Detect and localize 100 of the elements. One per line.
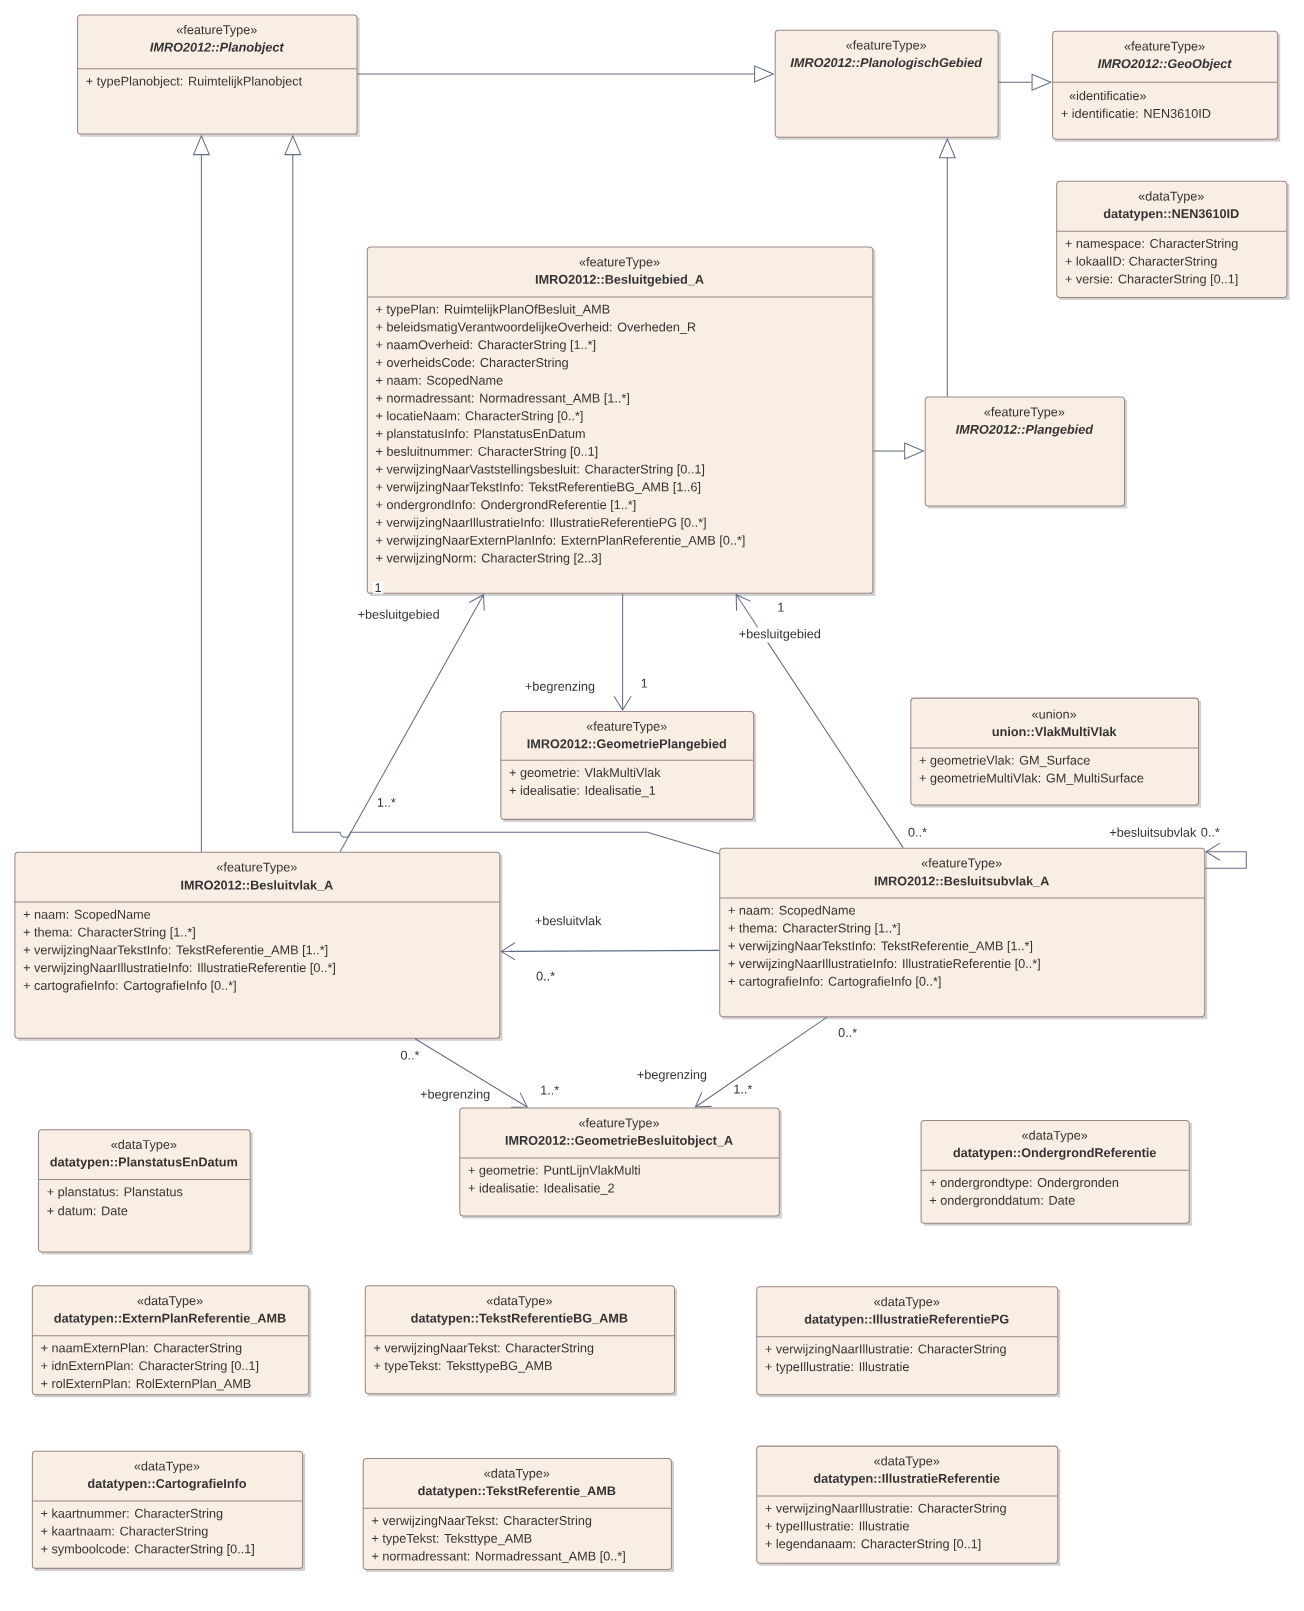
role-label: +besluitsubvlak	[1107, 825, 1199, 839]
attribute-text: + naam: ScopedName	[728, 905, 856, 918]
multiplicity-label: 0..*	[906, 826, 929, 839]
arrow	[414, 1038, 529, 1108]
attribute-text: + verwijzingNaarTekstInfo: TekstReferentie_AMB [1..*]	[728, 940, 1033, 953]
multiplicity-label: 1	[372, 581, 384, 594]
attribute-text: + typeTekst: Teksttype_AMB	[372, 1533, 532, 1546]
class-name: IMRO2012::GeometriePlangebied	[527, 738, 726, 751]
class-box	[909, 697, 1202, 808]
class-box	[31, 1285, 312, 1398]
attribute-text: + versie: CharacterString [0..1]	[1065, 274, 1238, 286]
stereotype-label: «dataType»	[1138, 191, 1204, 204]
multiplicity-label: 1	[775, 601, 787, 614]
multiplicity-label: 0..*	[1199, 826, 1222, 839]
attribute-text: + kaartnaam: CharacterString	[41, 1526, 208, 1539]
attribute-text: + kaartnummer: CharacterString	[41, 1508, 223, 1521]
class-box	[755, 1286, 1061, 1398]
attribute-text: + verwijzingNaarTekst: CharacterString	[372, 1515, 592, 1528]
attribute-text: + idnExternPlan: CharacterString [0..1]	[41, 1360, 259, 1373]
attribute-text: + typePlan: RuimtelijkPlanOfBesluit_AMB	[376, 304, 610, 317]
attribute-text: + naamOverheid: CharacterString [1..*]	[376, 339, 596, 352]
attribute-text: + verwijzingNaarIllustratie: CharacterString	[765, 1503, 1006, 1516]
attribute-text: + thema: CharacterString [1..*]	[23, 927, 195, 940]
class-name: IMRO2012::Besluitgebied_A	[536, 274, 704, 287]
multiplicity-label: 0..*	[398, 1048, 422, 1062]
attribute-text: + legendanaam: CharacterString [0..1]	[765, 1538, 981, 1551]
multiplicity-label: 1..*	[731, 1083, 755, 1096]
class-box	[31, 1450, 306, 1571]
class-name: datatypen::IllustratieReferentie	[814, 1473, 1000, 1486]
class-box	[924, 396, 1128, 509]
class-name: datatypen::TekstReferentieBG_AMB	[411, 1313, 628, 1326]
attribute-text: + namespace: CharacterString	[1065, 238, 1238, 251]
class-name: datatypen::OndergrondReferentie	[953, 1147, 1157, 1160]
stereotype-label: «featureType»	[1124, 41, 1205, 54]
class-box	[362, 1457, 675, 1572]
arrow	[735, 593, 904, 849]
class-name: IMRO2012::Planobject	[150, 42, 285, 55]
attribute-text: + besluitnummer: CharacterString [0..1]	[376, 446, 598, 459]
attribute-text: + locatieNaam: CharacterString [0..*]	[376, 411, 583, 423]
attribute-text: + normadressant: Normadressant_AMB [0..*]	[372, 1551, 625, 1564]
class-name: datatypen::IllustratieReferentiePG	[804, 1314, 1009, 1327]
attribute-text: + symboolcode: CharacterString [0..1]	[41, 1544, 254, 1556]
stereotype-label: «featureType»	[921, 858, 1002, 870]
attribute-text: + typeTekst: TeksttypeBG_AMB	[374, 1360, 552, 1373]
attribute-text: + verwijzingNaarTekst: CharacterString	[374, 1343, 594, 1355]
stereotype-label: «dataType»	[484, 1468, 550, 1481]
multiplicity-label: 1..*	[375, 796, 398, 809]
attribute-text: + overheidsCode: CharacterString	[376, 357, 568, 370]
attribute-text: + idealisatie: Idealisatie_1	[509, 785, 656, 798]
class-box	[364, 1285, 678, 1397]
attribute-text: + ondergrondtype: Ondergronden	[930, 1177, 1119, 1190]
stereotype-label: «featureType»	[579, 1118, 660, 1130]
class-box	[366, 246, 876, 596]
attribute-text: + verwijzingNorm: CharacterString [2..3]	[376, 553, 601, 566]
attribute-text: «identificatie»	[1069, 90, 1147, 101]
stereotype-label: «featureType»	[586, 721, 667, 734]
attribute-text: + typeIllustratie: Illustratie	[765, 1361, 909, 1374]
stereotype-label: «union»	[1032, 709, 1077, 719]
stereotype-label: «dataType»	[486, 1295, 553, 1308]
multiplicity-label: 1	[639, 677, 650, 690]
attribute-text: + identificatie: NEN3610ID	[1061, 108, 1211, 118]
attribute-text: + geometrieVlak: GM_Surface	[919, 755, 1090, 768]
attribute-text: + lokaalID: CharacterString	[1065, 256, 1217, 269]
stereotype-label: «featureType»	[176, 24, 257, 37]
role-label: +besluitgebied	[737, 627, 823, 643]
attribute-text: + idealisatie: Idealisatie_2	[468, 1183, 615, 1195]
role-label: +besluitgebied	[356, 607, 442, 624]
attribute-text: + cartografieInfo: CartografieInfo [0..*]	[728, 976, 941, 989]
attribute-text: + geometrie: PuntLijnVlakMulti	[468, 1165, 640, 1178]
class-box	[920, 1119, 1192, 1226]
stereotype-label: «featureType»	[984, 407, 1065, 419]
attribute-text: + typePlanobject: RuimtelijkPlanobject	[86, 76, 303, 89]
class-name: IMRO2012::PlanologischGebied	[790, 57, 983, 70]
class-name: IMRO2012::Besluitvlak_A	[181, 880, 333, 891]
attribute-text: + verwijzingNaarIllustratieInfo: IllustratieReferentie [0..*]	[23, 962, 336, 975]
class-name: IMRO2012::GeometrieBesluitobject_A	[505, 1135, 733, 1148]
stereotype-label: «dataType»	[134, 1461, 200, 1474]
class-box	[499, 711, 757, 822]
stereotype-label: «dataType»	[137, 1295, 203, 1308]
attribute-text: + thema: CharacterString [1..*]	[728, 923, 900, 935]
stereotype-label: «dataType»	[111, 1139, 177, 1152]
arrow	[339, 593, 485, 853]
class-name: datatypen::NEN3610ID	[1103, 208, 1239, 221]
role-label: +begrenzing	[523, 679, 597, 695]
stereotype-label: «dataType»	[1022, 1130, 1088, 1143]
attribute-text: + rolExternPlan: RolExternPlan_AMB	[41, 1378, 251, 1391]
arrow	[694, 1016, 828, 1108]
class-box	[13, 851, 503, 1041]
arrow	[613, 593, 632, 711]
class-box	[755, 1445, 1061, 1566]
attribute-text: + naam: ScopedName	[376, 375, 503, 388]
stereotype-label: «dataType»	[874, 1296, 940, 1309]
role-label: +besluitvlak	[533, 914, 604, 927]
multiplicity-label: 1..*	[538, 1084, 561, 1097]
class-name: datatypen::ExternPlanReferentie_AMB	[54, 1313, 286, 1326]
stereotype-label: «featureType»	[579, 257, 660, 269]
arrow	[500, 942, 720, 961]
attribute-text: + geometrie: VlakMultiVlak	[509, 767, 661, 780]
class-name: datatypen::CartografieInfo	[88, 1478, 247, 1491]
attribute-text: + planstatusInfo: PlanstatusEnDatum	[376, 428, 585, 441]
